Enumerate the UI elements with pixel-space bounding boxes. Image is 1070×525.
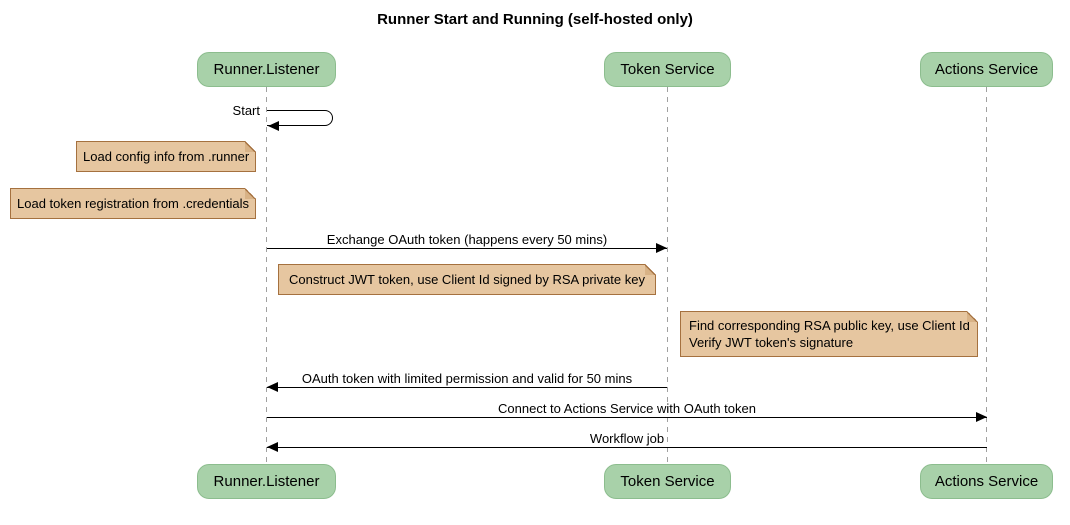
message-connect-actions-line: [267, 417, 987, 418]
participant-label: Token Service: [620, 473, 715, 490]
note-fold-icon: [245, 141, 256, 152]
participant-label: Runner.Listener: [213, 473, 320, 490]
message-exchange-oauth-line: [267, 248, 667, 249]
participant-token-service-bottom: Token Service: [604, 464, 731, 499]
arrowhead-left-icon: [268, 121, 279, 131]
message-workflow-job-label: Workflow job: [589, 431, 665, 446]
lifeline-actions-service: [986, 87, 987, 464]
message-workflow-job-line: [267, 447, 987, 448]
note-load-token-registration: Load token registration from .credential…: [10, 188, 256, 219]
participant-token-service-top: Token Service: [604, 52, 731, 87]
note-load-config: Load config info from .runner: [76, 141, 256, 172]
participant-label: Actions Service: [934, 61, 1039, 78]
note-construct-jwt: Construct JWT token, use Client Id signe…: [278, 264, 656, 295]
participant-label: Actions Service: [934, 473, 1039, 490]
arrowhead-left-icon: [267, 382, 278, 392]
lifeline-runner-listener: [266, 87, 267, 464]
message-exchange-oauth-label: Exchange OAuth token (happens every 50 m…: [326, 232, 608, 247]
message-connect-actions-label: Connect to Actions Service with OAuth to…: [498, 401, 756, 416]
message-oauth-return-label: OAuth token with limited permission and …: [301, 371, 633, 386]
self-message-start-label: Start: [232, 103, 260, 118]
note-text: Load config info from .runner: [83, 149, 250, 164]
note-text-line: Find corresponding RSA public key, use C…: [689, 318, 970, 333]
note-text-line: Verify JWT token's signature: [689, 335, 854, 350]
arrowhead-right-icon: [656, 243, 667, 253]
self-message-loop: [267, 110, 333, 126]
participant-runner-listener-bottom: Runner.Listener: [197, 464, 336, 499]
lifeline-token-service: [667, 87, 668, 464]
participant-label: Runner.Listener: [213, 61, 320, 78]
participant-actions-service-top: Actions Service: [920, 52, 1053, 87]
note-fold-icon: [645, 264, 656, 275]
arrowhead-right-icon: [976, 412, 987, 422]
note-verify-jwt: Find corresponding RSA public key, use C…: [680, 311, 978, 357]
note-text: Construct JWT token, use Client Id signe…: [289, 272, 645, 287]
note-text: Load token registration from .credential…: [17, 196, 249, 211]
participant-label: Token Service: [620, 61, 715, 78]
participant-runner-listener-top: Runner.Listener: [197, 52, 336, 87]
arrowhead-left-icon: [267, 442, 278, 452]
note-fold-icon: [967, 311, 978, 322]
diagram-title: Runner Start and Running (self-hosted on…: [377, 11, 693, 28]
note-fold-icon: [245, 188, 256, 199]
participant-actions-service-bottom: Actions Service: [920, 464, 1053, 499]
message-oauth-return-line: [267, 387, 667, 388]
